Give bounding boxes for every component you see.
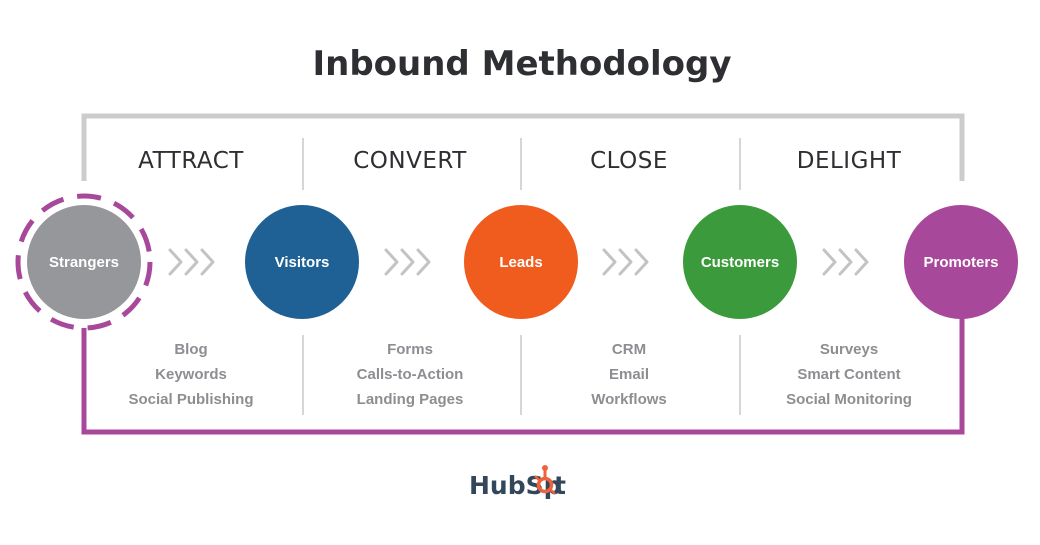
- leads-circle: [464, 205, 578, 319]
- top-bracket: [81, 113, 965, 181]
- stage-attract: ATTRACT: [138, 148, 244, 174]
- tool-item: Workflows: [591, 391, 667, 408]
- return-loop-line: [81, 318, 965, 435]
- tool-item: Social Monitoring: [786, 391, 912, 408]
- tool-item: Calls-to-Action: [357, 366, 464, 383]
- tool-item: Landing Pages: [357, 391, 464, 408]
- tools-attract: Blog Keywords Social Publishing: [128, 341, 253, 408]
- diagram-title: Inbound Methodology: [312, 44, 731, 84]
- stage-convert: CONVERT: [353, 148, 467, 174]
- chevron-right-icon: [822, 248, 869, 276]
- stage-close: CLOSE: [590, 148, 668, 174]
- logo-text-left: HubSp: [469, 471, 562, 500]
- visitors-circle: [245, 205, 359, 319]
- customers-circle: [683, 205, 797, 319]
- node-visitors: Visitors: [245, 205, 359, 319]
- tool-item: Blog: [174, 341, 207, 358]
- sprocket-icon: [534, 465, 556, 495]
- tool-item: Forms: [387, 341, 433, 358]
- tool-item: Keywords: [155, 366, 227, 383]
- strangers-label: Strangers: [49, 254, 119, 271]
- tool-item: Email: [609, 366, 649, 383]
- leads-label: Leads: [499, 254, 542, 271]
- tools-convert: Forms Calls-to-Action Landing Pages: [357, 341, 464, 408]
- tools-close: CRM Email Workflows: [591, 341, 667, 408]
- customers-label: Customers: [701, 254, 779, 271]
- node-strangers: Strangers: [27, 205, 141, 319]
- node-promoters: Promoters: [904, 205, 1018, 319]
- node-customers: Customers: [683, 205, 797, 319]
- tools-delight: Surveys Smart Content Social Monitoring: [786, 341, 912, 408]
- node-leads: Leads: [464, 205, 578, 319]
- tool-item: Surveys: [820, 341, 878, 358]
- chevron-right-icon: [384, 248, 431, 276]
- hubspot-logo: HubSp t: [469, 465, 566, 500]
- chevron-right-icon: [602, 248, 649, 276]
- stage-delight: DELIGHT: [797, 148, 902, 174]
- promoters-circle: [904, 205, 1018, 319]
- promoters-label: Promoters: [923, 254, 998, 271]
- strangers-circle: [27, 205, 141, 319]
- tool-item: Social Publishing: [128, 391, 253, 408]
- tool-item: CRM: [612, 341, 646, 358]
- visitors-label: Visitors: [275, 254, 330, 271]
- chevron-right-icon: [168, 248, 215, 276]
- logo-text-right: t: [554, 471, 566, 500]
- tool-item: Smart Content: [797, 366, 900, 383]
